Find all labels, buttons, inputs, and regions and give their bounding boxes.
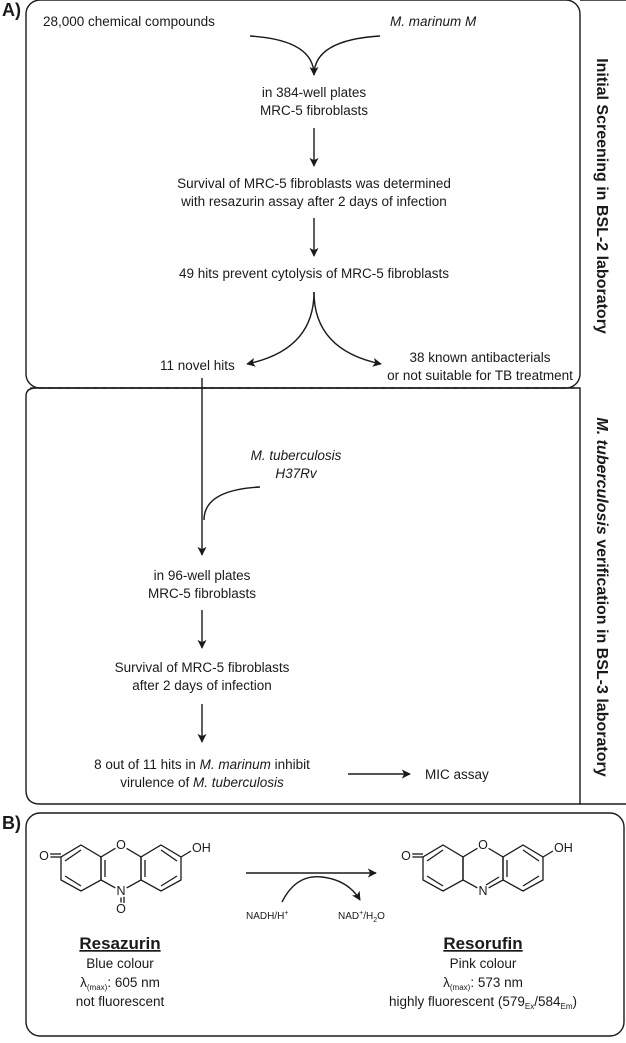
marinum-text: M. marinum M	[390, 14, 477, 29]
mtb-line2: H37Rv	[275, 466, 318, 481]
survival1-line1: Survival of MRC-5 fibroblasts was determ…	[177, 176, 451, 191]
side-label-bsl2: Initial Screening in BSL-2 laboratory	[593, 58, 610, 334]
resazurin-name: Resazurin	[79, 934, 160, 953]
resazurin-colour: Blue colour	[86, 956, 154, 971]
svg-text:O: O	[478, 838, 488, 852]
split-arrow-right	[313, 291, 382, 367]
mtb-line1: M. tuberculosis	[251, 448, 342, 463]
resorufin-name: Resorufin	[443, 934, 522, 953]
survival2-line1: Survival of MRC-5 fibroblasts	[115, 660, 290, 675]
compounds-text: 28,000 chemical compounds	[43, 14, 215, 29]
final-line1: 8 out of 11 hits in M. marinum inhibit	[94, 757, 310, 772]
mic-text: MIC assay	[425, 767, 489, 782]
known-line1: 38 known antibacterials	[409, 350, 550, 365]
svg-text:O: O	[401, 849, 411, 863]
svg-text:OH: OH	[192, 841, 211, 855]
novel-hits-text: 11 novel hits	[160, 358, 235, 373]
plates384-line2: MRC-5 fibroblasts	[260, 103, 368, 118]
survival1-line2: with resazurin assay after 2 days of inf…	[180, 194, 447, 209]
split-arrow-left	[246, 291, 315, 367]
cofactor-curve-arrow	[281, 876, 361, 903]
svg-text:O: O	[39, 849, 49, 863]
reagent-label: NADH/H+	[246, 910, 288, 922]
survival2-line2: after 2 days of infection	[132, 678, 272, 693]
side-label-bsl3: M. tuberculosis verification in BSL-3 la…	[593, 417, 610, 776]
final-line2: virulence of M. tuberculosis	[120, 775, 284, 790]
svg-text:OH: OH	[554, 841, 573, 855]
hits49-text: 49 hits prevent cytolysis of MRC-5 fibro…	[179, 266, 449, 281]
resazurin-fluorescence: not fluorescent	[76, 994, 165, 1009]
svg-text:N: N	[478, 884, 487, 898]
resorufin-structure: O O OH N	[399, 838, 573, 898]
svg-text:N: N	[116, 884, 125, 898]
svg-text:O: O	[116, 838, 126, 852]
mtb-join-curve	[203, 486, 261, 521]
resazurin-structure: O O OH N O	[37, 838, 211, 916]
plates96-line2: MRC-5 fibroblasts	[148, 586, 256, 601]
resorufin-colour: Pink colour	[450, 956, 517, 971]
merge-arrow	[309, 35, 381, 76]
merge-curve-left	[249, 35, 315, 76]
known-line2: or not suitable for TB treatment	[387, 368, 573, 383]
svg-text:O: O	[116, 902, 126, 916]
panel-b-box	[25, 812, 625, 1037]
product-label: NAD+/H2O	[338, 910, 385, 924]
plates384-line1: in 384-well plates	[262, 85, 367, 100]
resazurin-lambda: λ(max): 605 nm	[80, 975, 160, 992]
resorufin-fluorescence: highly fluorescent (579Ex/584Em)	[389, 994, 577, 1011]
panel-a-label: A)	[2, 0, 21, 20]
resorufin-lambda: λ(max): 573 nm	[443, 975, 523, 992]
panel-b-label: B)	[2, 813, 21, 833]
plates96-line1: in 96-well plates	[154, 568, 251, 583]
